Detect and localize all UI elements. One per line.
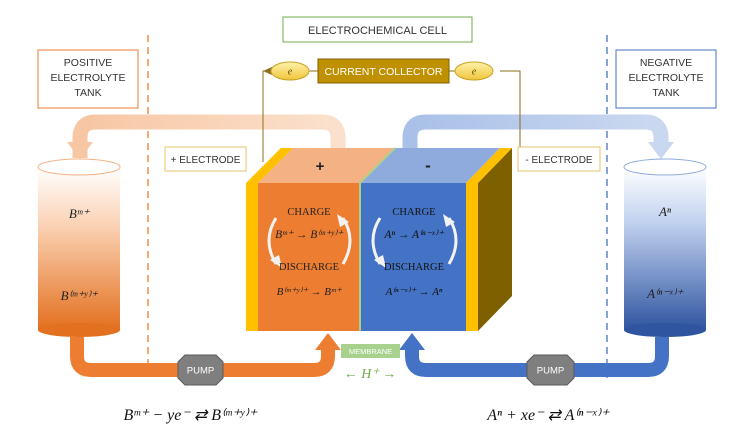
minus-electrode-box	[517, 146, 601, 172]
negative-tank-label-line1: NEGATIVE	[640, 57, 692, 69]
positive-return-arrowhead	[67, 142, 93, 159]
electron-label-right: e	[472, 67, 477, 78]
cell-front-positive	[258, 183, 360, 331]
positive-tank-species-bottom: B⁽ᵐ⁺ʸ⁾⁺	[61, 288, 99, 303]
negative-supply-arrowhead	[399, 333, 425, 350]
right-discharge-cycle-arrowhead	[443, 214, 455, 227]
collector-wire-left-arrow	[263, 67, 272, 75]
cell-top-right-electrode	[466, 148, 512, 183]
pump-right	[526, 354, 575, 386]
positive-tank-label-box	[37, 49, 139, 109]
positive-tank-label-line1: POSITIVE	[64, 57, 112, 69]
current-collector-box	[317, 58, 450, 84]
positive-half-reaction: Bᵐ⁺ − ye⁻ ⇄ B⁽ᵐ⁺ʸ⁾⁺	[123, 407, 258, 424]
plus-electrode-box	[164, 146, 247, 172]
cell-membrane-top-line	[359, 147, 396, 184]
minus-sign: -	[425, 156, 431, 175]
left-discharge-reaction: B⁽ᵐ⁺ʸ⁾⁺ → Bᵐ⁺	[277, 286, 343, 298]
cell-front-left-electrode	[246, 183, 258, 331]
right-charge-label: CHARGE	[392, 207, 435, 218]
positive-electrolyte-tank	[37, 158, 121, 337]
left-discharge-label: DISCHARGE	[279, 262, 339, 273]
minus-electrode-label: - ELECTRODE	[525, 155, 593, 166]
plus-sign: +	[316, 158, 325, 175]
cell-top-negative	[360, 148, 500, 183]
negative-tank-species-top: Aⁿ	[658, 204, 672, 219]
collector-wire-right	[500, 70, 521, 162]
cell-side-face	[478, 148, 512, 331]
cell-top-positive	[258, 148, 395, 183]
negative-return-pipe-down	[644, 114, 669, 142]
pump-left	[177, 354, 224, 386]
negative-half-reaction: Aⁿ + xe⁻ ⇄ A⁽ⁿ⁻ˣ⁾⁺	[486, 407, 610, 424]
left-charge-cycle-arrowhead	[270, 255, 282, 268]
electron-token-right	[454, 61, 494, 81]
left-charge-reaction: Bᵐ⁺ → B⁽ᵐ⁺ʸ⁾⁺	[275, 229, 344, 241]
positive-tank-species-top: Bᵐ⁺	[69, 206, 90, 221]
left-discharge-cycle-arrowhead	[337, 214, 349, 227]
right-charge-cycle-arrowhead	[374, 255, 386, 268]
negative-tank-label-line3: TANK	[652, 87, 679, 99]
positive-supply-arrowhead	[315, 333, 341, 350]
current-collector-label: CURRENT COLLECTOR	[324, 66, 442, 78]
left-charge-label: CHARGE	[287, 207, 330, 218]
electron-label-left: e	[288, 67, 293, 78]
electrochemical-cell	[246, 147, 512, 331]
right-discharge-reaction: A⁽ⁿ⁻ˣ⁾⁺ → Aⁿ	[385, 286, 443, 298]
membrane-label: MEMBRANE	[349, 347, 392, 356]
negative-tank-species-bottom: A⁽ⁿ⁻ˣ⁾⁺	[646, 286, 684, 301]
positive-tank-label-line2: ELECTROLYTE	[50, 72, 125, 84]
cell-front-right-electrode	[466, 183, 478, 331]
pump-left-label: PUMP	[187, 366, 214, 377]
page-title: ELECTROCHEMICAL CELL	[308, 25, 447, 37]
negative-tank-label-line2: ELECTROLYTE	[628, 72, 703, 84]
positive-return-pipe	[72, 114, 346, 158]
negative-return-pipe	[402, 114, 645, 150]
proton-transfer-label: ← H⁺ →	[344, 367, 397, 382]
plus-electrode-label: + ELECTRODE	[171, 155, 241, 166]
positive-tank-label-line3: TANK	[74, 87, 101, 99]
right-discharge-label: DISCHARGE	[384, 262, 444, 273]
title-box	[282, 16, 473, 43]
right-charge-reaction: Aⁿ → A⁽ⁿ⁻ˣ⁾⁺	[383, 229, 444, 241]
membrane-box	[341, 344, 400, 358]
cell-top-left-electrode	[246, 148, 293, 183]
negative-tank-label-box	[615, 49, 717, 109]
negative-electrolyte-tank	[623, 158, 707, 337]
electron-token-left	[270, 61, 310, 81]
pump-right-label: PUMP	[537, 366, 564, 377]
negative-return-arrowhead	[648, 142, 674, 159]
